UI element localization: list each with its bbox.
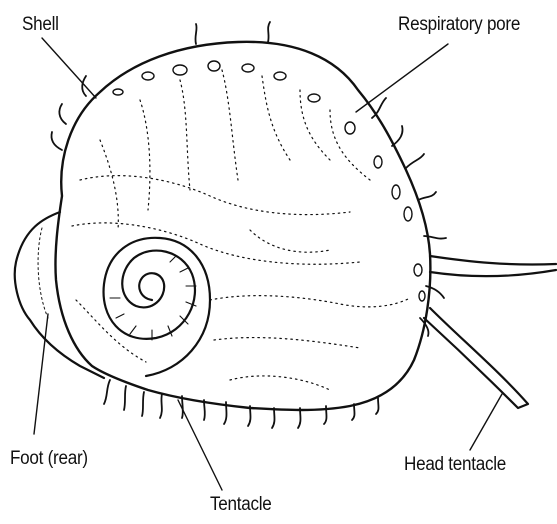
head-tentacle-lower — [424, 308, 528, 408]
spiral-ridges — [110, 256, 196, 340]
head-tentacle-upper — [430, 256, 556, 276]
foot-outline — [15, 212, 104, 378]
shell-spiral — [104, 238, 210, 376]
shell-texture — [72, 70, 410, 390]
label-respiratory-pore: Respiratory pore — [398, 14, 520, 36]
leader-shell — [42, 38, 96, 98]
leader-tentacle — [178, 400, 222, 490]
shell-outline — [55, 42, 430, 410]
leader-foot-rear — [34, 314, 48, 434]
label-foot-rear: Foot (rear) — [10, 448, 88, 470]
label-head-tentacle: Head tentacle — [404, 454, 506, 476]
leader-respiratory-pore — [356, 44, 448, 112]
foot-inner — [38, 228, 48, 318]
label-tentacle: Tentacle — [210, 494, 272, 516]
leader-head-tentacle — [470, 394, 502, 450]
shell-spots — [113, 61, 425, 301]
label-shell: Shell — [22, 14, 59, 36]
